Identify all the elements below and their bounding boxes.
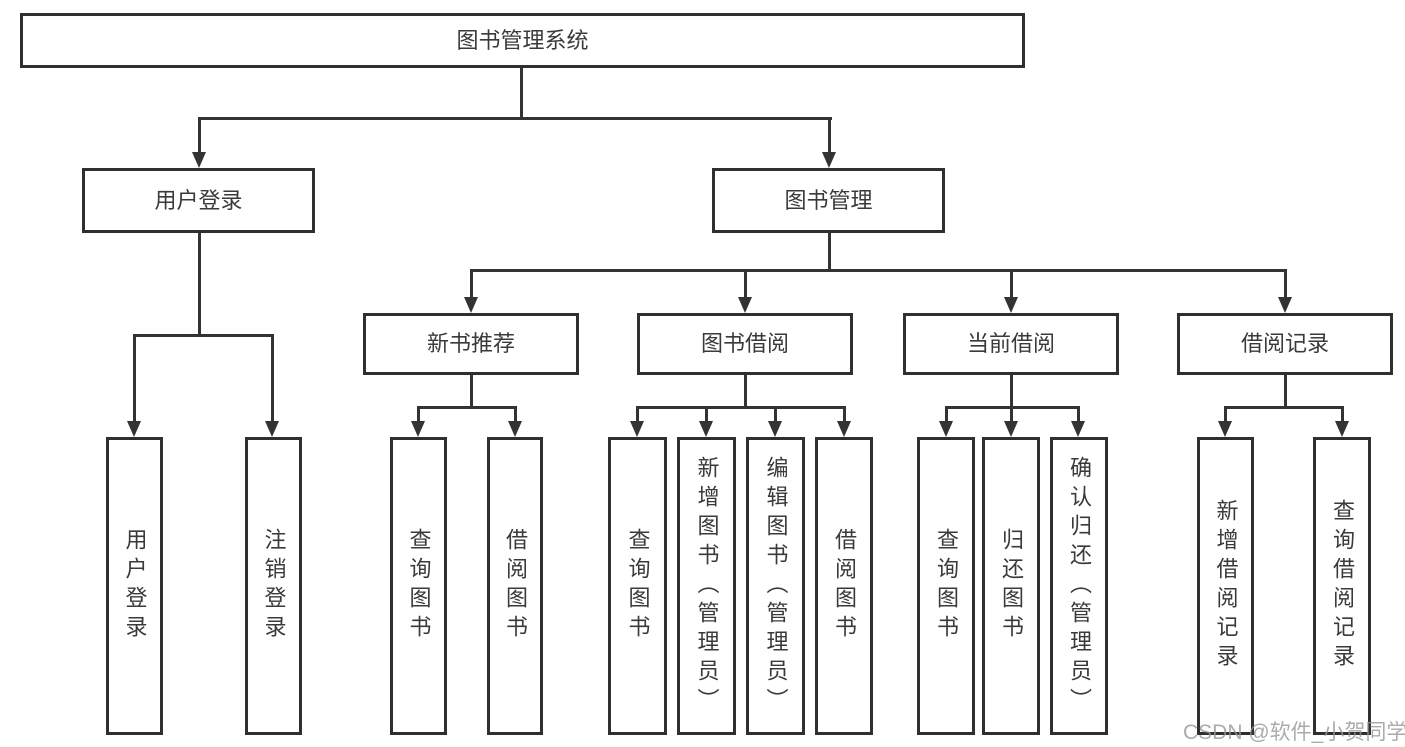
leaf-label: 查询图书: [625, 528, 651, 644]
connector-line: [1010, 269, 1013, 299]
connector-line: [198, 117, 201, 153]
branch-book-management-label: 图书管理: [784, 187, 873, 213]
arrowhead-icon: [192, 152, 206, 168]
leaf-label: 借阅图书: [832, 528, 857, 644]
arrowhead-icon: [265, 421, 279, 437]
branch-user-login-label: 用户登录: [154, 187, 243, 213]
connector-line: [1077, 406, 1080, 422]
node-book-borrowing: 图书借阅: [637, 313, 853, 375]
leaf-confirm-return-admin: 确认归还（管理员）: [1050, 437, 1108, 735]
leaf-logout: 注销登录: [245, 437, 302, 735]
branch-book-management: 图书管理: [712, 168, 945, 233]
leaf-label: 借阅图书: [503, 528, 528, 644]
leaf-add-borrow-record: 新增借阅记录: [1197, 437, 1254, 735]
leaf-label: 新增借阅记录: [1213, 499, 1239, 673]
connector-line: [1224, 406, 1227, 422]
leaf-query-books-current: 查询图书: [917, 437, 975, 735]
leaf-label: 查询图书: [406, 528, 432, 644]
leaf-query-books-borrowing: 查询图书: [608, 437, 667, 735]
leaf-user-login-label: 用户登录: [122, 528, 148, 644]
connector-line: [417, 406, 420, 422]
node-book-borrowing-label: 图书借阅: [700, 331, 789, 356]
leaf-query-borrow-record: 查询借阅记录: [1313, 437, 1371, 735]
connector-line: [198, 233, 201, 337]
arrowhead-icon: [837, 421, 851, 437]
arrowhead-icon: [127, 421, 141, 437]
arrowhead-icon: [1218, 421, 1232, 437]
connector-line: [470, 269, 473, 299]
leaf-add-book-admin: 新增图书（管理员）: [677, 437, 736, 735]
connector-line: [1341, 406, 1344, 422]
connector-line: [744, 269, 747, 299]
root-node-label: 图书管理系统: [456, 27, 589, 53]
arrowhead-icon: [939, 421, 953, 437]
leaf-borrow-books: 借阅图书: [815, 437, 873, 735]
leaf-label: 归还图书: [999, 528, 1024, 644]
arrowhead-icon: [738, 297, 752, 313]
connector-line: [1010, 375, 1013, 409]
connector-line: [133, 334, 274, 337]
arrowhead-icon: [630, 421, 644, 437]
connector-line: [1224, 406, 1344, 409]
node-new-book-recommend-label: 新书推荐: [426, 331, 515, 356]
connector-line: [636, 406, 845, 409]
node-current-borrowing: 当前借阅: [903, 313, 1119, 375]
arrowhead-icon: [1004, 421, 1018, 437]
leaf-edit-book-admin: 编辑图书（管理员）: [746, 437, 805, 735]
leaf-return-book: 归还图书: [982, 437, 1040, 735]
arrowhead-icon: [464, 297, 478, 313]
arrowhead-icon: [411, 421, 425, 437]
connector-line: [520, 68, 523, 118]
branch-user-login: 用户登录: [82, 168, 315, 233]
connector-line: [1284, 375, 1287, 409]
root-node-library-system: 图书管理系统: [20, 13, 1025, 68]
arrowhead-icon: [768, 421, 782, 437]
connector-line: [843, 406, 846, 422]
leaf-borrow-books-recommend: 借阅图书: [487, 437, 543, 735]
connector-line: [198, 117, 832, 120]
connector-line: [271, 334, 274, 422]
connector-line: [470, 269, 1286, 272]
connector-line: [1010, 406, 1013, 422]
csdn-watermark: CSDN @软件_小贺同学: [1183, 721, 1405, 744]
arrowhead-icon: [1278, 297, 1292, 313]
leaf-label: 确认归还（管理员）: [1067, 455, 1092, 717]
node-new-book-recommend: 新书推荐: [363, 313, 579, 375]
node-current-borrowing-label: 当前借阅: [966, 331, 1055, 356]
arrowhead-icon: [1335, 421, 1349, 437]
connector-line: [705, 406, 708, 422]
connector-line: [945, 406, 948, 422]
leaf-label: 查询图书: [934, 528, 959, 644]
leaf-logout-label: 注销登录: [261, 528, 287, 644]
arrowhead-icon: [508, 421, 522, 437]
connector-line: [744, 375, 747, 409]
leaf-label: 查询借阅记录: [1330, 499, 1355, 673]
connector-line: [133, 334, 136, 422]
arrowhead-icon: [1004, 297, 1018, 313]
arrowhead-icon: [1071, 421, 1085, 437]
arrowhead-icon: [699, 421, 713, 437]
connector-line: [1284, 269, 1287, 299]
connector-line: [828, 117, 831, 153]
leaf-label: 编辑图书（管理员）: [763, 455, 789, 717]
connector-line: [514, 406, 517, 422]
arrowhead-icon: [822, 152, 836, 168]
connector-line: [774, 406, 777, 422]
connector-line: [828, 233, 831, 272]
leaf-query-books-recommend: 查询图书: [390, 437, 447, 735]
node-borrowing-records-label: 借阅记录: [1240, 331, 1329, 356]
connector-line: [636, 406, 639, 422]
node-borrowing-records: 借阅记录: [1177, 313, 1393, 375]
connector-line: [417, 406, 516, 409]
leaf-user-login: 用户登录: [106, 437, 163, 735]
connector-line: [470, 375, 473, 409]
leaf-label: 新增图书（管理员）: [694, 455, 720, 717]
